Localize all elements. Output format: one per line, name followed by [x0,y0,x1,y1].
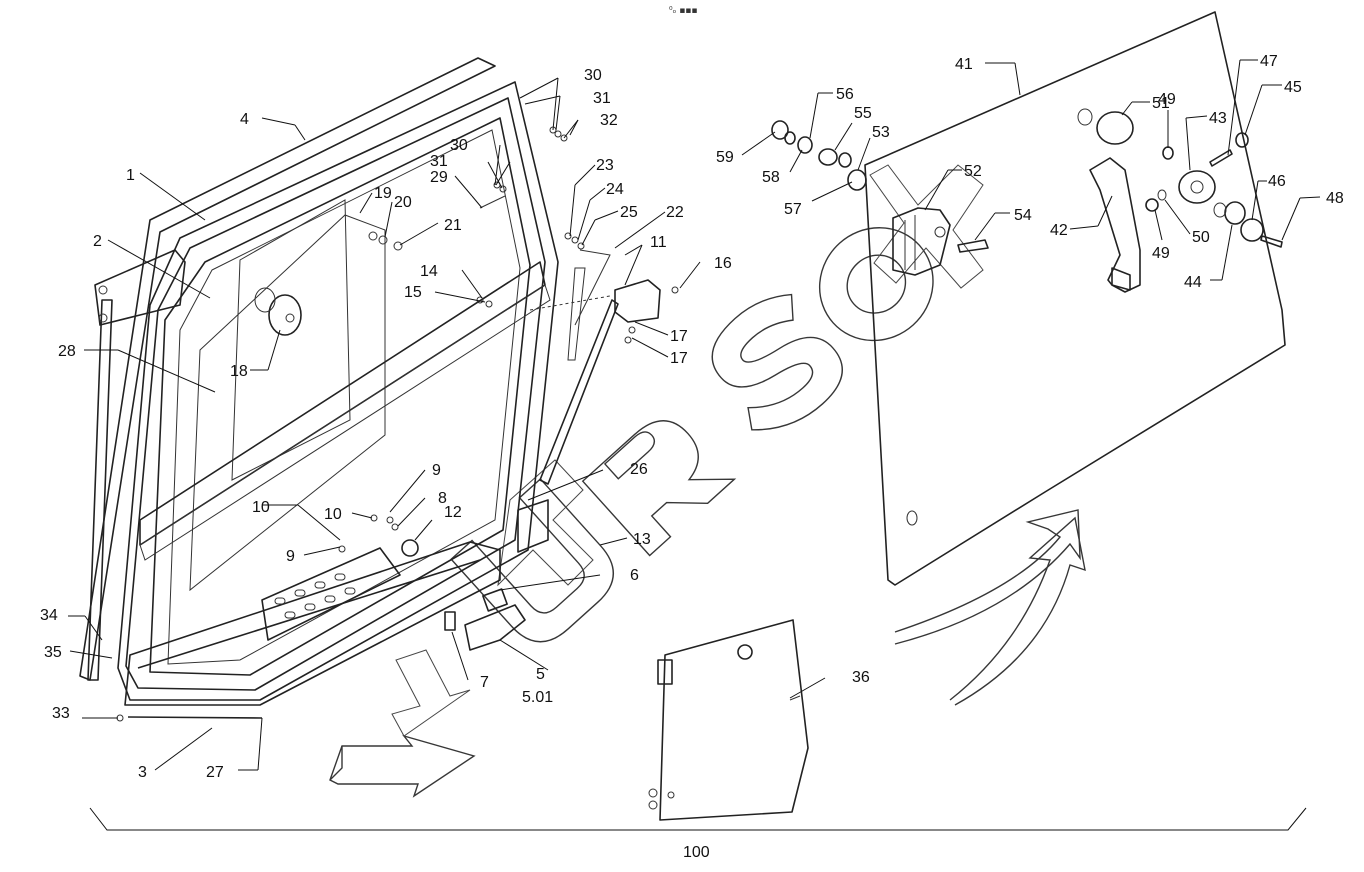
callout-49-upper: 49 [1158,91,1176,108]
callout-12: 12 [444,504,462,521]
callout-50: 50 [1192,229,1210,246]
callout-54: 54 [1014,207,1032,224]
callout-20: 20 [394,194,412,211]
callout-41: 41 [955,56,973,73]
callout-9-lower: 9 [286,548,295,565]
callout-28: 28 [58,343,76,360]
callout-2: 2 [93,233,102,250]
callout-31-upper: 31 [593,90,611,107]
leader-lines [68,59,1321,771]
callout-52: 52 [964,163,982,180]
callout-21: 21 [444,217,462,234]
callout-19: 19 [374,185,392,202]
callout-59: 59 [716,149,734,166]
callout-16: 16 [714,255,732,272]
assembly-label: 100 [683,844,710,861]
callout-9-upper: 9 [432,462,441,479]
callout-26: 26 [630,461,648,478]
callout-35: 35 [44,644,62,661]
callout-29: 29 [430,169,448,186]
callout-4: 4 [240,111,249,128]
callout-7: 7 [480,674,489,691]
callout-47: 47 [1260,53,1278,70]
callout-30-lower: 30 [450,137,468,154]
top-mark: ⁰ₒ ▪▪▪ [669,6,698,16]
callout-44: 44 [1184,274,1202,291]
callout-3: 3 [138,764,147,781]
callout-18: 18 [230,363,248,380]
callout-5: 5 [536,666,545,683]
callout-36: 36 [852,669,870,686]
callout-30-upper: 30 [584,67,602,84]
callout-25: 25 [620,204,638,221]
callout-43: 43 [1209,110,1227,127]
callout-33: 33 [52,705,70,722]
callout-58: 58 [762,169,780,186]
callout-6: 6 [630,567,639,584]
callout-10-upper: 10 [252,499,270,516]
assembly-bracket [89,807,1307,831]
door-frame-assembly [79,57,679,722]
callout-8: 8 [438,490,447,507]
callout-42: 42 [1050,222,1068,239]
callout-15: 15 [404,284,422,301]
callout-10-lower: 10 [324,506,342,523]
glass-door-panel [771,11,1286,586]
callout-11: 11 [650,234,667,251]
callout-17-lower: 17 [670,350,688,367]
callout-34: 34 [40,607,58,624]
callout-27: 27 [206,764,224,781]
callout-49-lower: 49 [1152,245,1170,262]
callout-17-upper: 17 [670,328,688,345]
callout-24: 24 [606,181,624,198]
callout-1: 1 [126,167,135,184]
callout-13: 13 [633,531,651,548]
callout-14: 14 [420,263,438,280]
callout-5-01: 5.01 [522,689,553,706]
callout-45: 45 [1284,79,1302,96]
watermark [329,164,1086,798]
callout-22: 22 [666,204,684,221]
callout-53: 53 [872,124,890,141]
callout-48: 48 [1326,190,1344,207]
callout-51: 51 [1152,95,1170,112]
callout-56: 56 [836,86,854,103]
callout-55: 55 [854,105,872,122]
callout-46: 46 [1268,173,1286,190]
callout-labels: 1 2 3 4 5 5.01 6 7 8 9 9 10 10 11 12 13 … [40,53,1344,861]
small-panel [648,619,809,821]
callout-32: 32 [600,112,618,129]
callout-57: 57 [784,201,802,218]
callout-31-lower: 31 [430,153,448,170]
callout-23: 23 [596,157,614,174]
